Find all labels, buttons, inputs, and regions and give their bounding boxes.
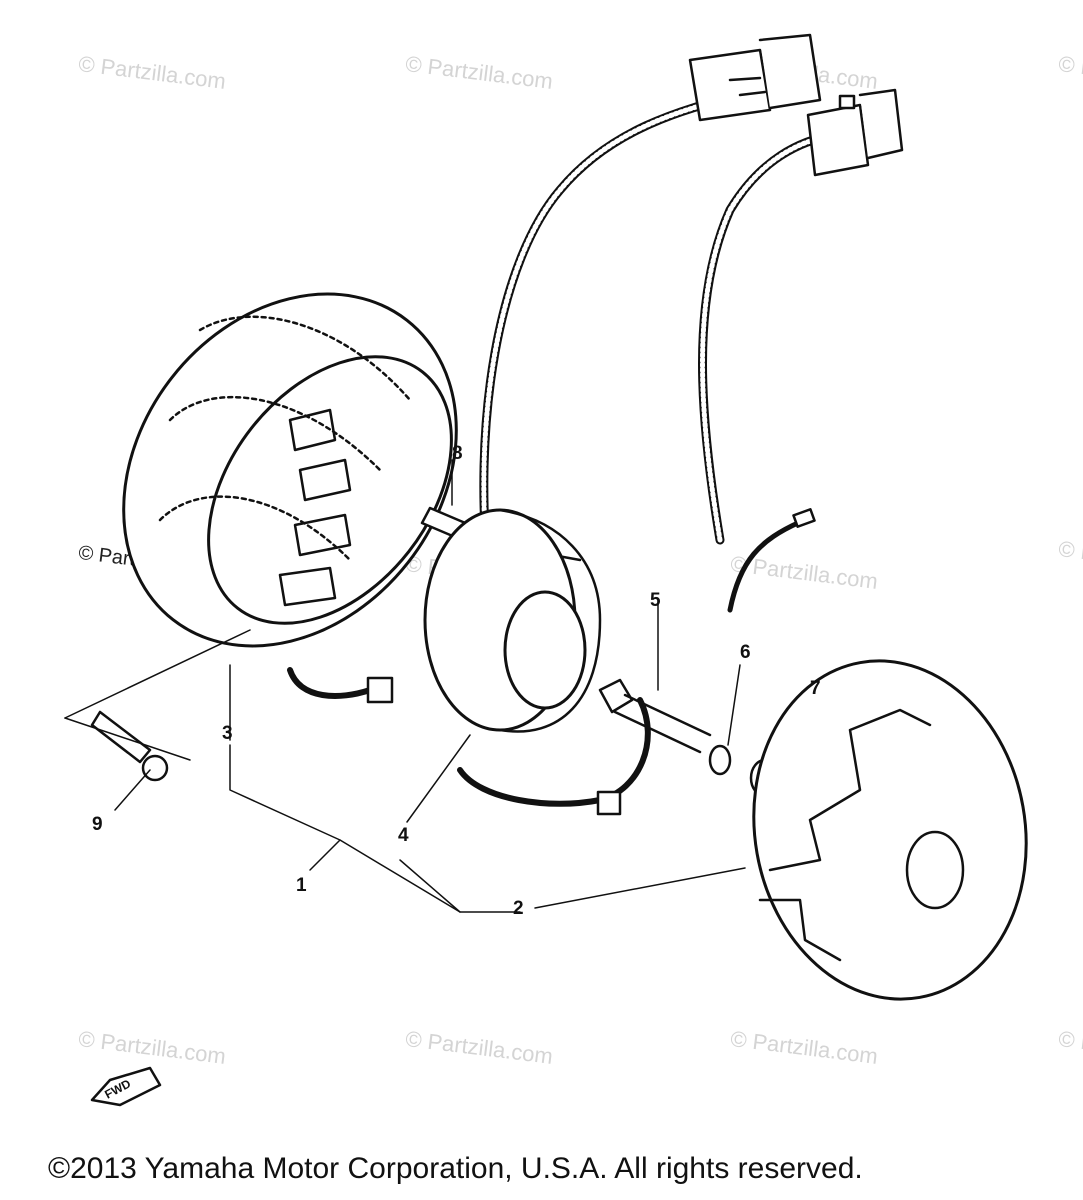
copyright-notice: ©2013 Yamaha Motor Corporation, U.S.A. A… [48,1152,863,1185]
leader-lines [64,629,746,913]
bolt-5 [598,599,712,754]
callout-6: 6 [740,642,751,663]
callout-1: 1 [296,875,307,896]
screw-9 [90,710,169,782]
washer-6 [708,744,732,776]
callout-9: 9 [92,814,103,835]
flywheel-magneto [752,659,1028,1001]
wire-harness-2 [698,130,840,545]
callout-4: 4 [398,825,409,846]
rotor-armature [423,508,602,733]
stator-coil [122,292,458,648]
callout-8: 8 [452,443,463,464]
callout-7: 7 [810,678,821,699]
wire-connector-right [806,88,904,177]
callout-2: 2 [513,898,524,919]
wire-connector-top [688,33,822,122]
stator-lead [287,667,373,699]
sensor-lead [727,519,803,613]
callout-3: 3 [222,723,233,744]
fwd-arrow [90,1066,162,1107]
callout-5: 5 [650,590,661,611]
